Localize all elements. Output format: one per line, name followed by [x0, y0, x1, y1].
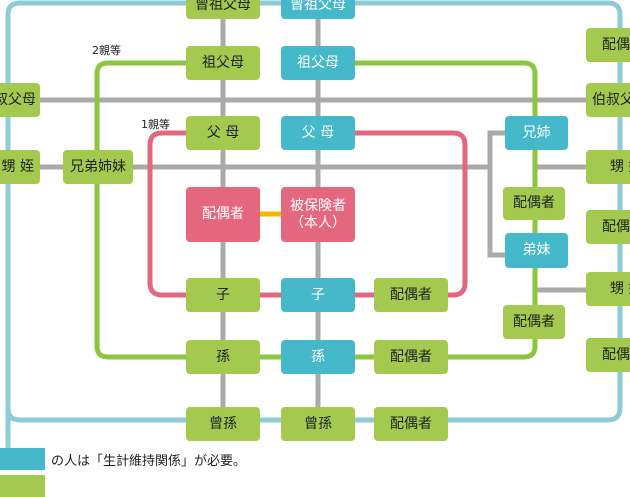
siblings-box: 兄弟姉妹 — [63, 150, 133, 184]
grandchild-spouse-box: 配偶者 — [374, 340, 448, 374]
elder-siblings-spouse-box: 配偶者 — [503, 187, 565, 220]
self-label: （本人） — [290, 214, 346, 231]
great-grandparents-box-dependent: 曾祖父母 — [281, 0, 355, 19]
second-degree-label: 2親等 — [92, 44, 121, 57]
nephew-niece-box-right-1: 甥 姪 — [586, 150, 630, 184]
uncle-aunt-box-left: 叔父母 — [0, 83, 40, 117]
grandchild-box-dependent: 孫 — [281, 340, 355, 374]
far-spouse-box-2: 配偶者 — [586, 210, 630, 244]
great-grandparents-box: 曾祖父母 — [186, 0, 260, 19]
parents-box: 父 母 — [186, 116, 260, 150]
parents-box-dependent: 父 母 — [281, 116, 355, 150]
teal-swatch — [0, 448, 45, 470]
nephew-niece-box-right-2: 甥 姪 — [586, 272, 630, 306]
grandchild-box: 孫 — [186, 340, 260, 374]
child-box-dependent: 子 — [281, 278, 355, 312]
third-degree-line — [5, 0, 623, 470]
younger-siblings-box: 弟妹 — [505, 233, 568, 268]
insured-label: 被保険者 — [290, 197, 346, 214]
child-spouse-box: 配偶者 — [374, 278, 448, 312]
legend-teal: の人は「生計維持関係」が必要。 — [0, 448, 246, 470]
green-swatch — [0, 475, 45, 497]
grandparents-box-dependent: 祖父母 — [281, 46, 355, 80]
elder-siblings-box: 兄姉 — [505, 116, 568, 150]
spouse-box: 配偶者 — [186, 187, 260, 242]
great-grandchild-box: 曾孫 — [186, 407, 260, 441]
nephew-niece-box-left: 甥 姪 — [0, 150, 40, 184]
legend-teal-text: の人は「生計維持関係」が必要。 — [51, 453, 247, 469]
younger-siblings-spouse-box: 配偶者 — [503, 305, 565, 339]
great-grandchild-box-2: 曾孫 — [281, 407, 355, 441]
great-grandchild-spouse-box: 配偶者 — [374, 407, 448, 441]
grandparents-box: 祖父母 — [186, 46, 260, 80]
far-spouse-box-3: 配偶者 — [586, 338, 630, 372]
uncle-aunt-box-right: 伯叔父母 — [586, 83, 630, 117]
far-spouse-box-1: 配偶者 — [586, 28, 630, 62]
insured-person-box: 被保険者 （本人） — [281, 187, 355, 242]
first-degree-label: 1親等 — [141, 118, 170, 131]
child-box: 子 — [186, 278, 260, 312]
